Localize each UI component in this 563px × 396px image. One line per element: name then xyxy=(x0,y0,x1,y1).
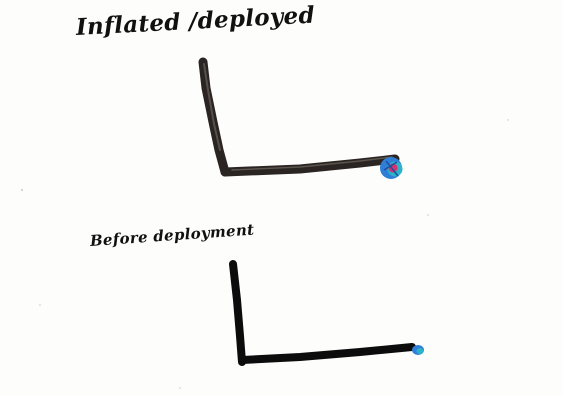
deployed-l-shape xyxy=(203,62,395,172)
predeployment-l-shape xyxy=(233,264,412,362)
uninflated-tip xyxy=(412,345,424,355)
predeployment-vertical-arm xyxy=(233,264,242,362)
predeployment-horizontal-arm xyxy=(242,347,412,360)
paper-specks xyxy=(21,119,509,389)
